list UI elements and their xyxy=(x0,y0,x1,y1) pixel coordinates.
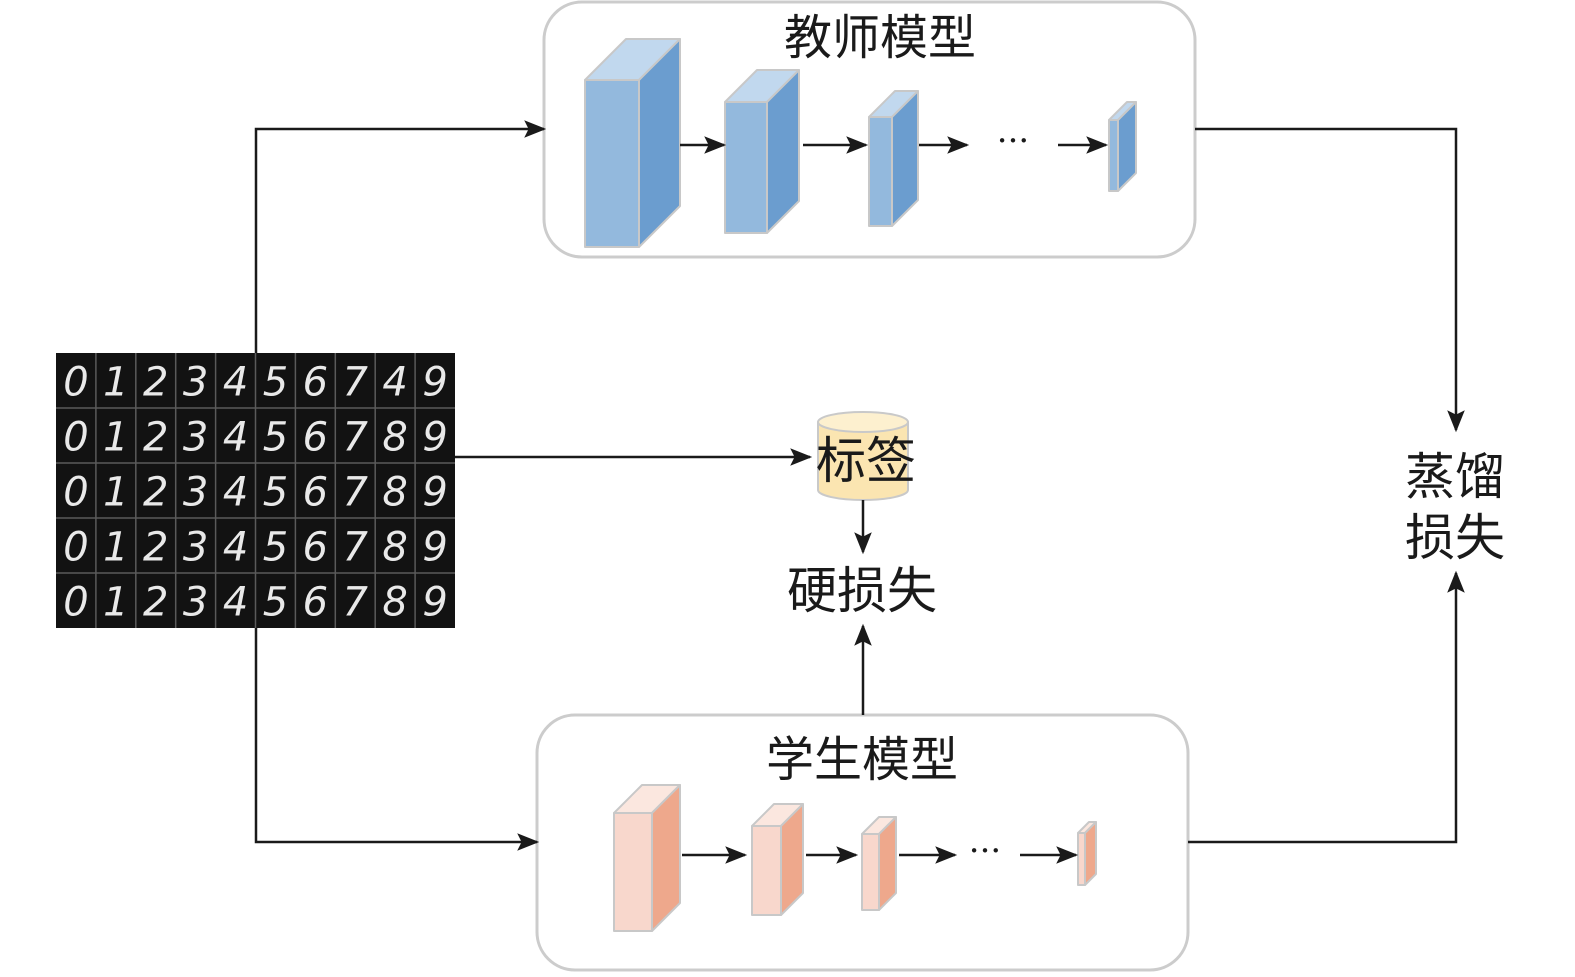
teacher-layer-4 xyxy=(1108,101,1137,192)
student-layer-2 xyxy=(751,803,804,916)
arrow-student-to-distill xyxy=(1188,570,1465,844)
digit-cell: 7 xyxy=(343,470,369,516)
teacher-ellipsis: ··· xyxy=(997,121,1029,161)
digit-cell: 4 xyxy=(223,580,248,626)
digit-cell: 9 xyxy=(422,470,447,516)
digit-cell: 6 xyxy=(303,360,328,406)
digit-cell: 3 xyxy=(183,470,208,516)
digit-cell: 5 xyxy=(263,415,288,461)
digit-cell: 3 xyxy=(183,415,208,461)
digit-cell: 7 xyxy=(343,360,369,406)
digit-cell: 2 xyxy=(143,470,168,516)
digit-cell: 1 xyxy=(103,470,128,516)
digit-cell: 6 xyxy=(303,525,328,571)
digit-cell: 9 xyxy=(422,525,447,571)
student-layer-4 xyxy=(1077,821,1097,886)
digit-cell: 2 xyxy=(143,525,168,571)
digit-cell: 5 xyxy=(263,525,288,571)
labels-cylinder xyxy=(817,411,909,501)
distill-loss-label-line1: 蒸馏 xyxy=(1405,448,1505,506)
digit-cell: 1 xyxy=(103,415,128,461)
distill-loss-label-line2: 损失 xyxy=(1405,509,1505,567)
digit-cell: 0 xyxy=(63,415,88,461)
digit-cell: 8 xyxy=(382,525,407,571)
digit-cell: 8 xyxy=(382,415,407,461)
digit-cell: 8 xyxy=(382,580,407,626)
digit-cell: 6 xyxy=(303,415,328,461)
hard-loss-label: 硬损失 xyxy=(787,562,937,620)
teacher-layer-1 xyxy=(584,38,681,248)
teacher-layer-2 xyxy=(724,69,800,234)
digit-cell: 0 xyxy=(63,470,88,516)
digit-cell: 4 xyxy=(223,525,248,571)
digit-cell: 7 xyxy=(343,580,369,626)
digit-cell: 7 xyxy=(343,525,369,571)
digit-cell: 3 xyxy=(183,580,208,626)
digit-cell: 2 xyxy=(143,360,168,406)
student-layer-1 xyxy=(613,784,681,932)
digit-cell: 4 xyxy=(223,470,248,516)
digit-cell: 4 xyxy=(382,360,407,406)
student-layer-3 xyxy=(861,816,897,911)
digit-cell: 5 xyxy=(263,360,288,406)
arrow-image-to-teacher xyxy=(254,120,547,353)
digit-cell: 2 xyxy=(143,415,168,461)
digit-cell: 9 xyxy=(422,360,447,406)
digit-cell: 1 xyxy=(103,580,128,626)
digit-cell: 5 xyxy=(263,470,288,516)
digit-cell: 3 xyxy=(183,525,208,571)
digit-cell: 4 xyxy=(223,415,248,461)
digit-cell: 5 xyxy=(263,580,288,626)
labels-text: 标签 xyxy=(816,432,916,490)
digit-cell: 4 xyxy=(223,360,248,406)
digit-cell: 8 xyxy=(382,470,407,516)
teacher-layers xyxy=(584,38,1137,248)
digit-cell: 1 xyxy=(103,360,128,406)
student-ellipsis: ··· xyxy=(969,831,1001,871)
digit-cell: 1 xyxy=(103,525,128,571)
arrow-image-to-student xyxy=(254,628,540,851)
digit-cell: 6 xyxy=(303,470,328,516)
digit-cell: 0 xyxy=(63,525,88,571)
teacher-layer-3 xyxy=(868,90,919,227)
digit-cell: 3 xyxy=(183,360,208,406)
digit-cell: 9 xyxy=(422,580,447,626)
digit-cell: 0 xyxy=(63,360,88,406)
digit-cell: 6 xyxy=(303,580,328,626)
digit-cell: 7 xyxy=(343,415,369,461)
digit-cell: 9 xyxy=(422,415,447,461)
student-layers xyxy=(613,784,1097,932)
student-model-title: 学生模型 xyxy=(766,732,958,788)
arrow-teacher-to-distill xyxy=(1195,127,1465,433)
teacher-model-title: 教师模型 xyxy=(784,10,976,66)
digit-cell: 0 xyxy=(63,580,88,626)
digit-cell: 2 xyxy=(143,580,168,626)
